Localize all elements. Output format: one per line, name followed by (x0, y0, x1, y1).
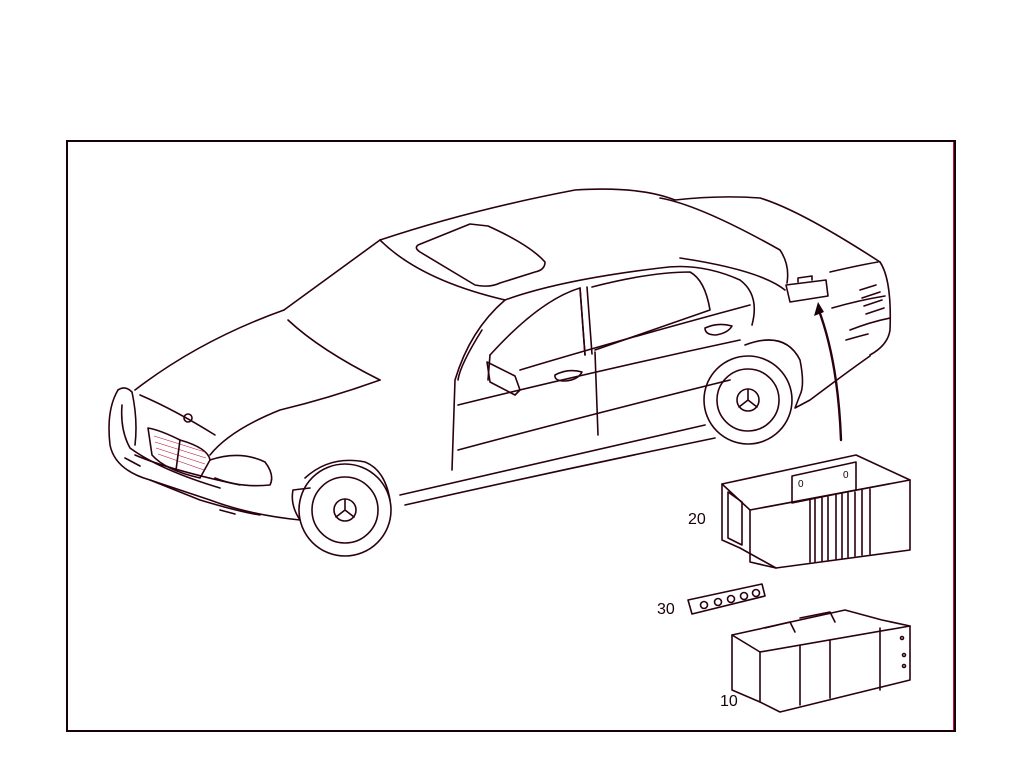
part-10-module (731, 609, 911, 713)
callout-20[interactable]: 20 (688, 511, 706, 528)
part-20-control-unit: 0 0 (721, 454, 911, 569)
car-outline (108, 188, 892, 557)
callout-10[interactable]: 10 (720, 693, 738, 710)
svg-text:0: 0 (843, 470, 849, 481)
svg-text:0: 0 (798, 479, 804, 490)
callout-30[interactable]: 30 (657, 601, 675, 618)
location-arrow (814, 302, 843, 442)
part-30-connector-strip (687, 583, 766, 615)
diagram-frame (66, 140, 956, 732)
